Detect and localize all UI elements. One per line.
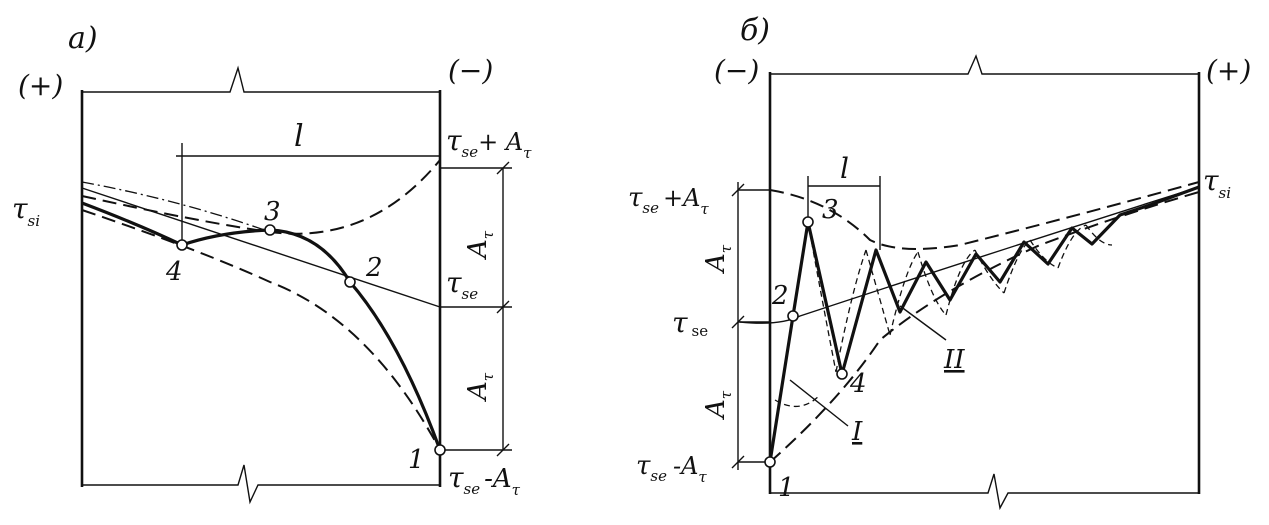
- panel-b-curve-ii-label: II: [943, 345, 965, 375]
- panel-b-point-2: [787, 310, 799, 322]
- panel-a-label: а): [68, 21, 98, 56]
- panel-a-point-2: [344, 276, 356, 288]
- panel-a-tau-si: τsi: [12, 192, 40, 230]
- panel-a-point-4: [176, 239, 188, 251]
- panel-b-top-edge: [770, 54, 1199, 75]
- panel-b-curve-i-label: I: [851, 417, 863, 447]
- panel-a-amp-lower: Aτ: [463, 372, 497, 402]
- panel-b-length-label: l: [840, 152, 849, 185]
- panel-b-top-left-label: τse+Aτ: [628, 183, 709, 218]
- panel-b-point-4-label: 4: [849, 369, 867, 399]
- panel-a-point-1: [434, 444, 446, 456]
- panel-a: а) (+) (−) l τsi τse+ Aτ Aτ τse Aτ τse-A…: [12, 21, 532, 505]
- panel-a-amp-ticks: [496, 161, 510, 457]
- panel-a-top-right-label: τse+ Aτ: [446, 124, 532, 162]
- panel-a-actual-profile: [81, 201, 442, 451]
- panel-b-point-3-label: 3: [822, 195, 839, 225]
- panel-a-length-dim: [176, 143, 440, 245]
- panel-a-point-3: [264, 224, 276, 236]
- panel-b-bottom-edge: [770, 473, 1199, 511]
- panel-b-upper-envelope: [769, 181, 1200, 250]
- panel-b-sign-left: (−): [714, 54, 759, 87]
- panel-b-amp-ticks: [731, 183, 745, 469]
- panel-b-point-1: [764, 456, 776, 468]
- panel-a-length-label: l: [294, 119, 304, 154]
- panel-a-bottom-edge: [82, 464, 440, 505]
- panel-b-curve-ii: [807, 221, 1113, 373]
- panel-b-point-1-label: 1: [778, 473, 795, 503]
- panel-a-sign-right: (−): [448, 54, 493, 87]
- panel-b-amp-upper: Aτ: [701, 244, 735, 274]
- panel-a-mean-profile: [81, 187, 441, 308]
- panel-a-point-2-label: 2: [365, 253, 383, 283]
- panel-b-point-2-label: 2: [771, 281, 789, 311]
- panel-b-tau-si: τsi: [1203, 164, 1231, 202]
- panel-a-point-1-label: 1: [408, 445, 425, 475]
- panel-b-amp-dim: [737, 182, 770, 470]
- panel-a-amp-upper: Aτ: [463, 230, 497, 260]
- panel-b-label: б): [740, 13, 770, 48]
- panel-b-bottom-label: τse-Aτ: [636, 451, 707, 486]
- panel-b-amp-lower: Aτ: [701, 390, 735, 420]
- panel-b-sign-right: (+): [1206, 54, 1251, 87]
- panel-a-amp-dim: [440, 167, 512, 451]
- panel-b-lower-envelope: [769, 191, 1200, 463]
- panel-b-actual-profile: [768, 185, 1200, 463]
- panel-a-top-edge: [82, 65, 440, 93]
- panel-b-length-dim: [807, 176, 881, 250]
- panel-b-point-3: [802, 216, 814, 228]
- panel-a-sign-left: (+): [18, 69, 63, 102]
- panel-b-curve-i-leader: [789, 379, 849, 427]
- panel-a-lower-envelope: [81, 209, 441, 451]
- panel-b-point-4: [836, 368, 848, 380]
- panel-b-curve-ii-leader: [899, 305, 947, 341]
- panel-a-bottom-label: τse-Aτ: [448, 461, 521, 499]
- panel-a-upper-envelope-dashdot: [81, 181, 271, 233]
- panel-a-point-4-label: 4: [165, 257, 183, 287]
- panel-a-tau-se: τse: [446, 266, 478, 303]
- panel-a-point-3-label: 3: [264, 197, 281, 227]
